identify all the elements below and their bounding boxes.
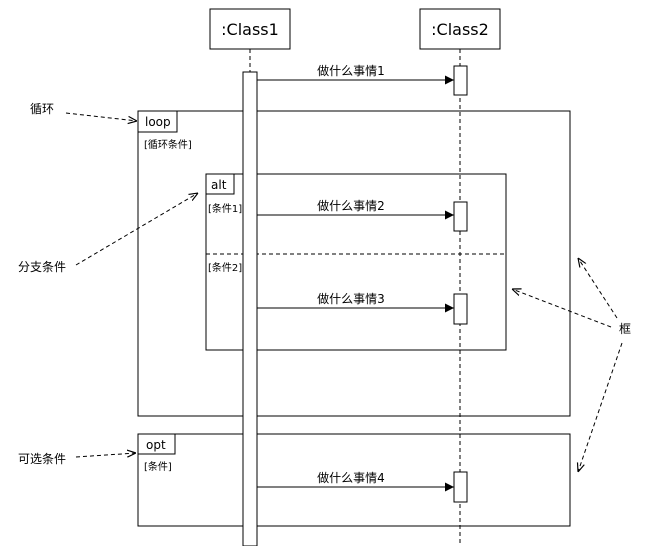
lifeline-class2-label: :Class2 [431, 20, 489, 39]
message-4: 做什么事情4 [257, 470, 454, 492]
annotation-frame: 框 [512, 258, 631, 472]
message-2-label: 做什么事情2 [317, 198, 385, 213]
loop-frame [137, 110, 571, 417]
lifeline-class2-head [419, 8, 501, 50]
annotation-frame-arrow-alt [512, 289, 612, 328]
message-4-label: 做什么事情4 [317, 470, 385, 485]
annotation-frame-arrow-opt [578, 342, 623, 472]
annotation-opt: 可选条件 [18, 452, 136, 466]
message-1-label: 做什么事情1 [317, 63, 385, 78]
alt-frame [205, 173, 507, 351]
message-3-label: 做什么事情3 [317, 291, 385, 306]
class2-activation-3 [453, 293, 468, 325]
message-1: 做什么事情1 [257, 63, 454, 85]
loop-operator-box [137, 110, 178, 133]
annotation-opt-label: 可选条件 [18, 452, 66, 466]
annotation-alt: 分支条件 [18, 193, 198, 274]
annotation-loop-label: 循环 [30, 102, 54, 116]
loop-guard: [循环条件] [144, 138, 192, 151]
lifeline-class2: :Class2 [419, 8, 501, 50]
alt-guard-2: [条件2] [208, 261, 242, 274]
class2-activation-2 [453, 201, 468, 232]
lifeline-class1-label: :Class1 [221, 20, 279, 39]
alt-fragment: alt [条件1] [条件2] [205, 173, 507, 351]
annotation-alt-arrow [75, 193, 198, 266]
loop-operator-label: loop [145, 115, 171, 129]
opt-guard: [条件] [144, 460, 172, 473]
opt-frame [137, 433, 571, 527]
opt-fragment: opt [条件] [137, 433, 571, 527]
alt-operator-label: alt [211, 178, 227, 192]
annotation-opt-arrow [75, 453, 136, 457]
alt-guard-1: [条件1] [208, 202, 242, 215]
message-3: 做什么事情3 [257, 291, 454, 313]
class2-activation-1 [453, 65, 468, 96]
annotation-alt-label: 分支条件 [18, 260, 66, 274]
annotation-loop: 循环 [30, 102, 137, 121]
lifeline-class1: :Class1 [209, 8, 291, 50]
annotation-loop-arrow [65, 112, 137, 121]
opt-operator-box [137, 433, 176, 455]
loop-fragment: loop [循环条件] [137, 110, 571, 417]
opt-operator-label: opt [146, 438, 166, 452]
alt-operator-box [205, 173, 235, 195]
message-2: 做什么事情2 [257, 198, 454, 220]
lifeline-class1-head [209, 8, 291, 50]
class1-activation [242, 71, 258, 546]
annotation-frame-label: 框 [619, 322, 631, 336]
annotation-frame-arrow-loop [578, 258, 618, 319]
class2-activation-4 [453, 471, 468, 503]
